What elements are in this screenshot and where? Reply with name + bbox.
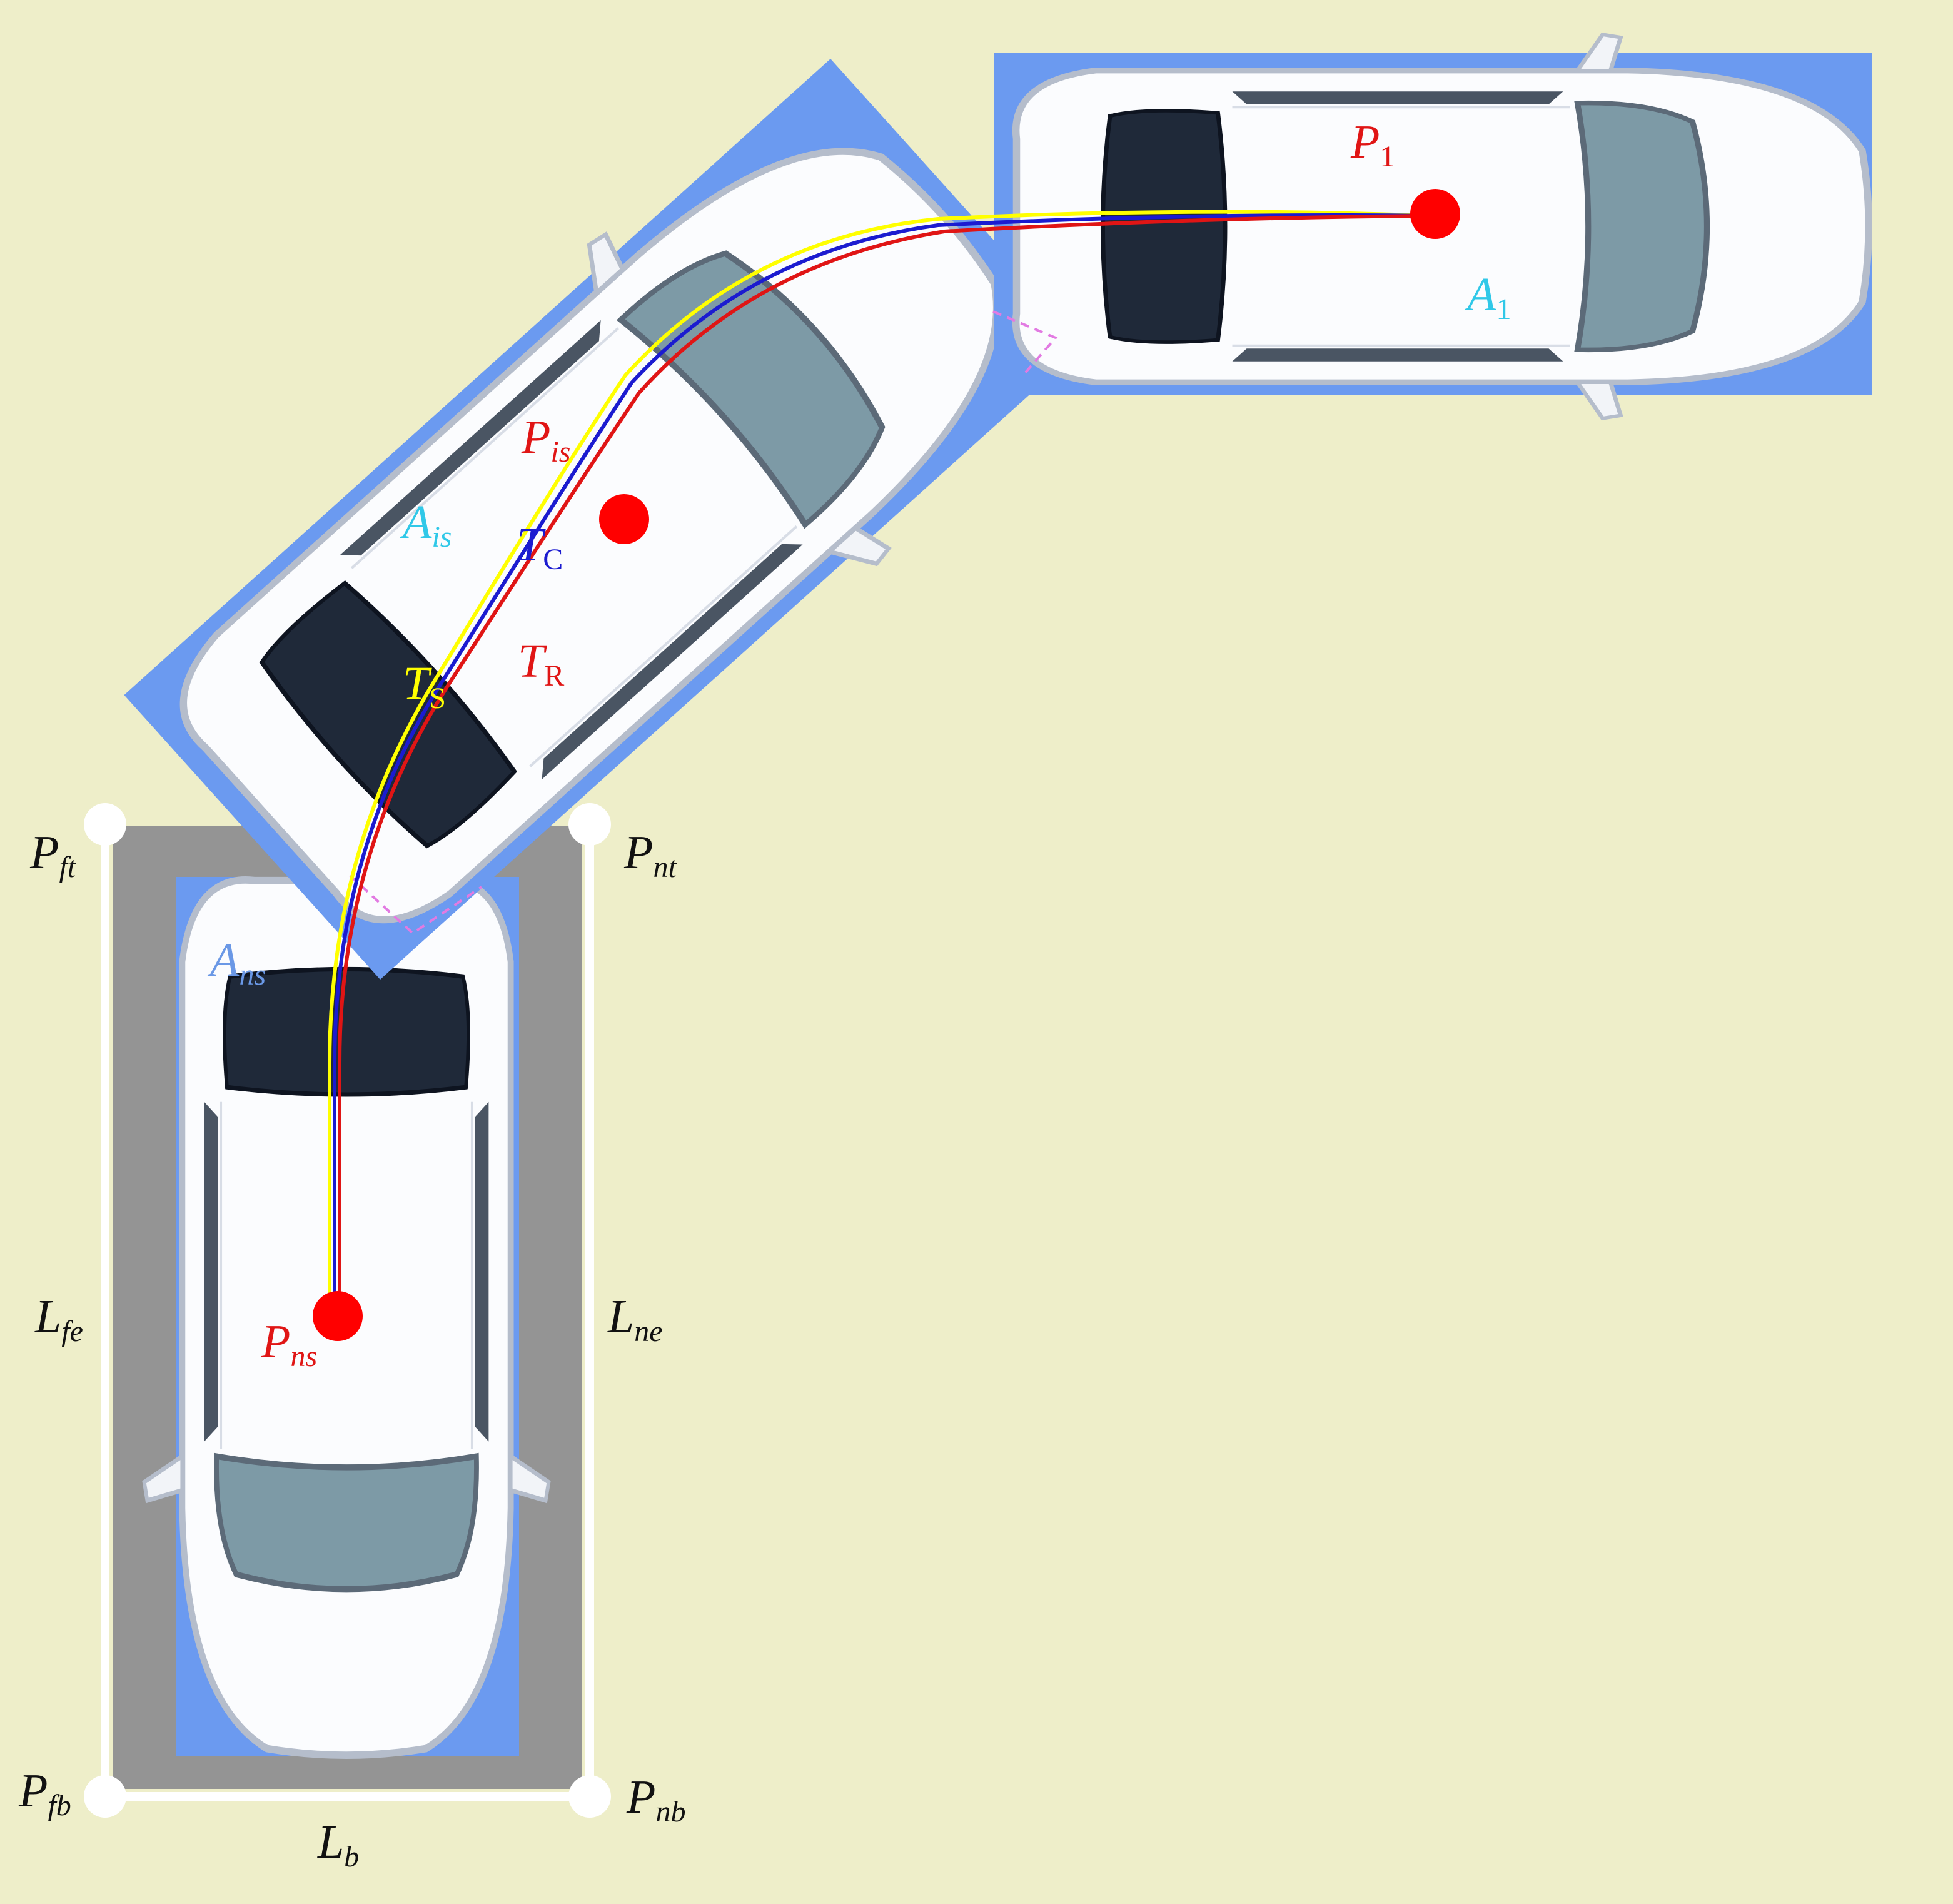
label-a1: A1 bbox=[1464, 268, 1511, 326]
label-lne: Lne bbox=[607, 1290, 663, 1348]
label-pns: Pns bbox=[261, 1315, 317, 1373]
label-lfe: Lfe bbox=[34, 1290, 83, 1348]
corner-marker-pnt bbox=[568, 803, 611, 846]
corner-marker-pnb bbox=[568, 1775, 611, 1818]
corner-marker-pfb bbox=[84, 1775, 126, 1818]
center-point-p1 bbox=[1410, 189, 1460, 239]
overlap-region-slot bbox=[349, 874, 483, 935]
label-pnt: Pnt bbox=[623, 826, 677, 884]
label-p1: P1 bbox=[1350, 116, 1395, 173]
corner-marker-pft bbox=[84, 803, 126, 846]
center-point-pis bbox=[599, 494, 649, 544]
label-pft: Pft bbox=[29, 826, 77, 884]
trajectory-ts bbox=[328, 210, 1433, 1319]
trajectory-tc bbox=[333, 213, 1433, 1319]
label-ans: Ans bbox=[207, 934, 266, 991]
label-pfb: Pfb bbox=[18, 1765, 71, 1822]
overlap-region-initial bbox=[992, 310, 1058, 377]
trajectory-tr bbox=[338, 214, 1433, 1319]
label-ais: Ais bbox=[400, 496, 452, 554]
label-pnb: Pnb bbox=[626, 1771, 685, 1828]
center-point-pns bbox=[313, 1291, 363, 1341]
label-tc: TC bbox=[517, 519, 563, 576]
label-pis: Pis bbox=[521, 411, 570, 468]
label-ts: TS bbox=[403, 657, 446, 715]
label-lb: Lb bbox=[317, 1816, 359, 1873]
label-tr: TR bbox=[518, 635, 564, 692]
